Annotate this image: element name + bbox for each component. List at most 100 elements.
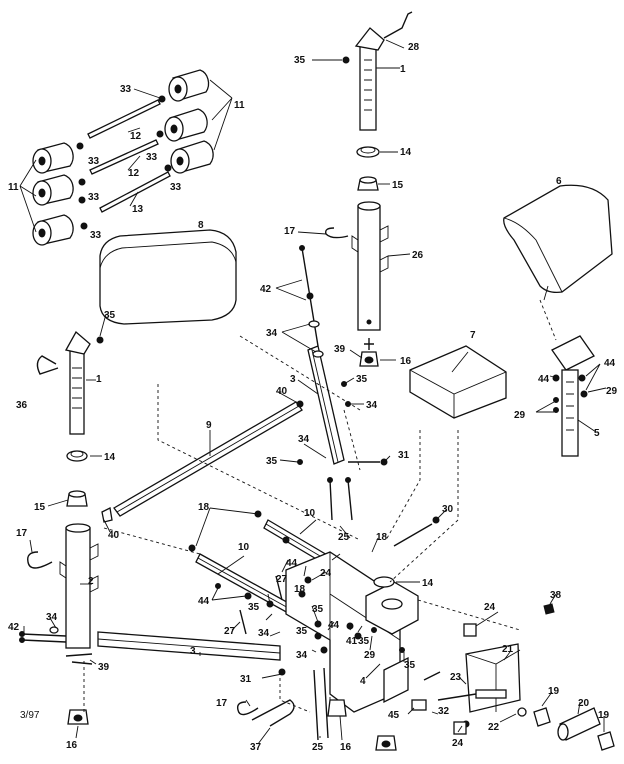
callout-35-base-b: 35	[312, 604, 324, 615]
callout-34-base: 34	[258, 628, 270, 639]
bolts-25-center	[327, 477, 353, 521]
callout-31-base: 31	[240, 674, 252, 685]
callout-13: 13	[132, 204, 144, 215]
pin-39-top	[364, 338, 374, 350]
callout-31-center: 31	[398, 450, 410, 461]
callout-28-top: 28	[408, 42, 420, 53]
callout-24-a: 24	[320, 568, 332, 579]
callout-33-a: 33	[120, 84, 132, 95]
leader-lines	[19, 39, 607, 745]
callout-29-base: 29	[364, 650, 376, 661]
callout-35-base-c: 35	[296, 626, 308, 637]
callout-10-lower: 10	[238, 542, 250, 553]
callout-15-top: 15	[392, 180, 404, 191]
back-pad-right	[503, 184, 613, 294]
callout-14-left: 14	[104, 452, 116, 463]
callout-labels: 28 35 1 33 11 12 33 33 12 33 11 33 13 33…	[8, 42, 618, 753]
callout-35-left: 35	[104, 310, 116, 321]
callout-44-a: 44	[286, 558, 298, 569]
adjust-tube-1-top	[342, 11, 413, 131]
bolts-27	[239, 575, 283, 635]
callout-8: 8	[198, 220, 204, 231]
bushing-15-left	[66, 490, 88, 507]
callout-44-base: 44	[328, 620, 340, 631]
callout-40-center: 40	[276, 386, 288, 397]
foot-16-base-left	[327, 699, 347, 717]
callout-38: 38	[550, 590, 562, 601]
roller-tube-12-upper	[87, 99, 161, 139]
lower-bar-3	[97, 631, 281, 661]
callout-21: 21	[502, 644, 514, 655]
callout-22: 22	[488, 722, 500, 733]
tube-2-left	[59, 523, 99, 649]
callout-33-c: 33	[88, 156, 100, 167]
roller-pad-right-upper	[168, 69, 210, 102]
cap-24-leg	[453, 721, 467, 735]
tube-26	[351, 201, 389, 331]
callout-35-lower: 35	[266, 456, 278, 467]
callout-5: 5	[594, 428, 600, 439]
bolt-32	[423, 671, 441, 681]
callout-35-top: 35	[294, 55, 306, 66]
callout-29-right-b: 29	[514, 410, 526, 421]
callout-27-a: 27	[276, 574, 288, 585]
callout-34-lower: 34	[298, 434, 310, 445]
hook-17-base	[236, 701, 259, 716]
callout-33-f: 33	[90, 230, 102, 241]
callout-35-base-e: 35	[404, 660, 416, 671]
callout-10-upper: 10	[304, 508, 316, 519]
callout-30: 30	[442, 504, 454, 515]
callout-25-center: 25	[338, 532, 350, 543]
roller-pad-left-middle	[32, 174, 74, 206]
callout-25-base: 25	[312, 742, 324, 753]
callout-35-base-a: 35	[248, 602, 260, 613]
date-code: 3/97	[20, 710, 40, 721]
roller-tube-12-lower	[89, 139, 159, 175]
roller-pads-group	[32, 69, 214, 246]
callout-4: 4	[360, 676, 366, 687]
callout-18-b: 18	[376, 532, 388, 543]
callout-34-center: 34	[266, 328, 278, 339]
foot-16-left	[67, 709, 89, 725]
callout-19-left: 19	[548, 686, 560, 697]
bolt-42-left	[19, 626, 67, 643]
roller-tube-13	[99, 171, 171, 213]
cap-24-base	[463, 623, 477, 637]
callout-29-right-a: 29	[606, 386, 618, 397]
callout-17-left: 17	[16, 528, 28, 539]
callout-14-base: 14	[422, 578, 434, 589]
callout-39-top: 39	[334, 344, 346, 355]
washers-34-center	[308, 320, 324, 358]
callout-45: 45	[388, 710, 400, 721]
hook-17-top	[324, 227, 349, 239]
callout-17-base: 17	[216, 698, 228, 709]
front-leg-21	[437, 643, 521, 728]
adjust-tube-1-left	[36, 330, 104, 435]
callout-42-center: 42	[260, 284, 272, 295]
bushing-14-left	[66, 450, 88, 462]
callout-6: 6	[556, 176, 562, 187]
callout-16-top: 16	[400, 356, 412, 367]
callout-16-base: 16	[340, 742, 352, 753]
foot-16-base-right	[375, 735, 397, 751]
callout-40-left: 40	[108, 530, 120, 541]
callout-3-lower: 3	[190, 646, 196, 657]
foot-16-top	[359, 351, 379, 367]
cross-bar-9	[101, 400, 304, 523]
callout-34-base-b: 34	[296, 650, 308, 661]
seat-pad-left	[99, 229, 237, 325]
callout-33-d: 33	[170, 182, 182, 193]
callout-36: 36	[16, 400, 28, 411]
hook-17-left	[27, 551, 53, 569]
bracket-5-right	[551, 335, 595, 457]
callout-14-top: 14	[400, 147, 412, 158]
callout-1-top: 1	[400, 64, 406, 75]
roller-nuts	[76, 95, 172, 230]
bushing-15-top	[357, 176, 379, 191]
callout-24-c: 24	[452, 738, 464, 749]
callout-37: 37	[250, 742, 262, 753]
bolts-25-base	[313, 667, 329, 741]
callout-12-lower: 12	[128, 168, 140, 179]
callout-33-b: 33	[146, 152, 158, 163]
